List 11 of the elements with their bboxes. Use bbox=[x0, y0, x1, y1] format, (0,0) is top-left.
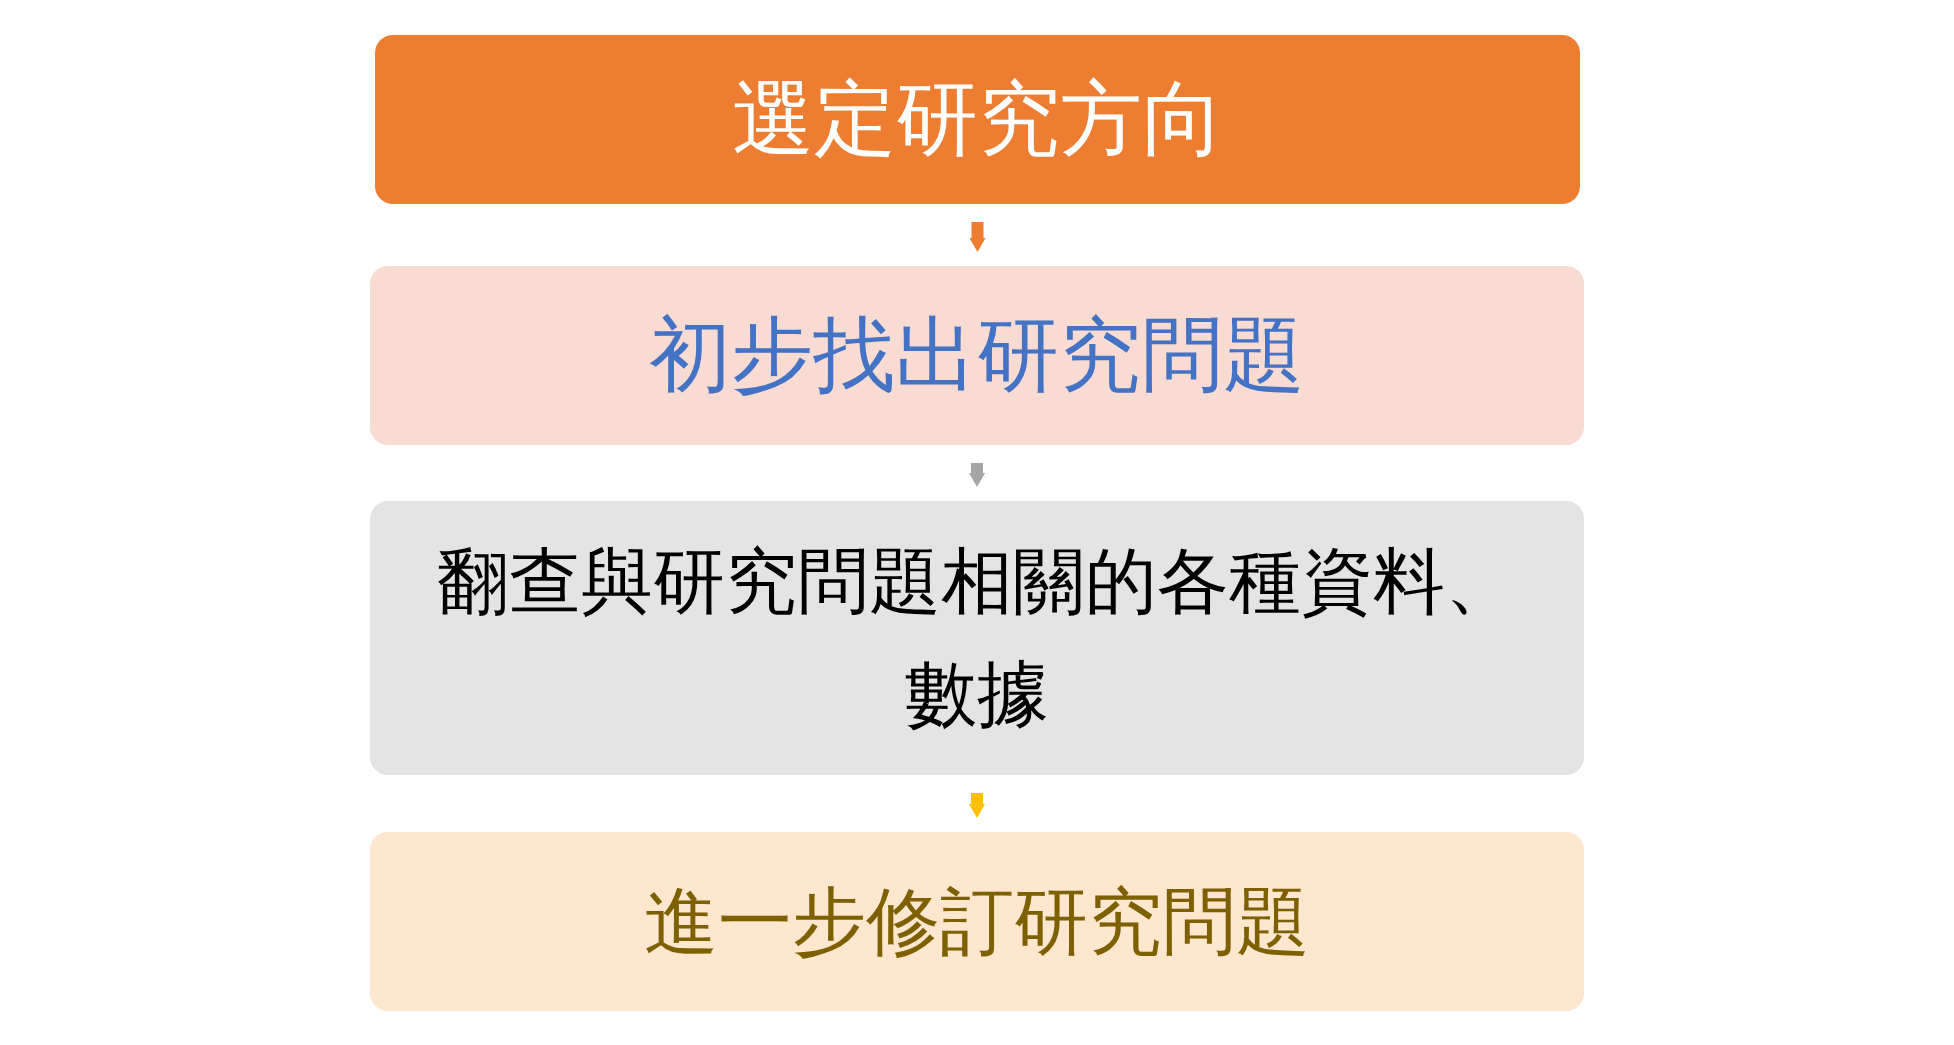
arrow bbox=[969, 222, 986, 252]
arrow bbox=[969, 793, 985, 818]
process-box bbox=[370, 266, 1584, 445]
process-box bbox=[370, 501, 1584, 775]
arrow bbox=[969, 463, 985, 487]
process-box bbox=[375, 35, 1580, 204]
process-box bbox=[370, 832, 1584, 1011]
step-text: 進一步修訂研究問題 bbox=[644, 877, 1310, 967]
step-text: 初步找出研究問題 bbox=[649, 306, 1305, 405]
step-text: 選定研究方向 bbox=[731, 70, 1224, 169]
step-text: 翻查與研究問題相關的各種資料、數據 bbox=[436, 537, 1518, 738]
